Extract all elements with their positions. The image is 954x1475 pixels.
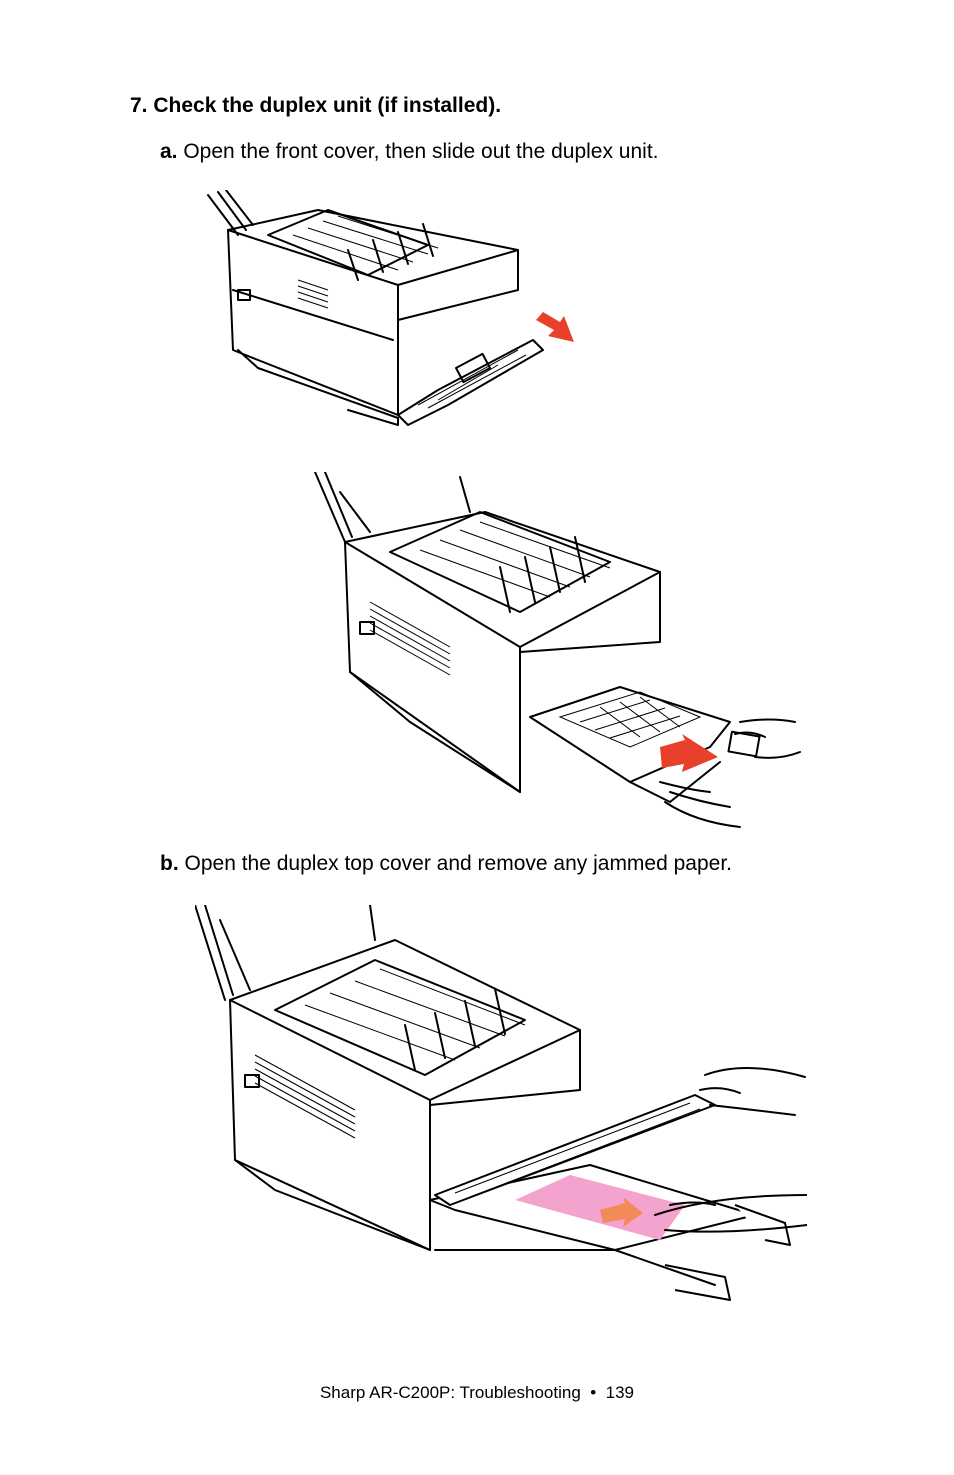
printer-body: [229, 939, 581, 1251]
substep-a-text: Open the front cover, then slide out the…: [177, 140, 659, 163]
printer-body: [227, 209, 519, 426]
duplex-unit: [529, 686, 761, 803]
printer-front-cover-open-illustration: [207, 190, 574, 426]
footer-text: Sharp AR-C200P: Troubleshooting • 139: [319, 1383, 635, 1402]
printer-body: [344, 511, 661, 793]
substep-a-label: a.: [160, 140, 178, 163]
removal-arrow: [536, 312, 574, 342]
step-heading: 7. Check the duplex unit (if installed).: [130, 94, 502, 117]
hands: [659, 718, 801, 828]
toner-cartridges: [195, 905, 526, 1076]
substep-b-label: b.: [160, 852, 179, 875]
toner-cartridges: [314, 472, 611, 613]
duplex-remove-jammed-paper-illustration: [195, 905, 807, 1301]
substep-b: b. Open the duplex top cover and remove …: [160, 852, 732, 876]
duplex-slide-out-illustration: [314, 472, 801, 828]
jammed-paper: [515, 1175, 685, 1240]
page-footer: Sharp AR-C200P: Troubleshooting • 139: [0, 1383, 954, 1403]
toner-cartridges: [207, 190, 439, 281]
hands: [654, 1066, 807, 1233]
removal-arrow: [660, 734, 718, 772]
substep-b-text: Open the duplex top cover and remove any…: [178, 852, 733, 875]
substep-a: a. Open the front cover, then slide out …: [160, 140, 659, 164]
removal-arrow: [600, 1197, 643, 1227]
front-cover-open: [397, 339, 544, 426]
